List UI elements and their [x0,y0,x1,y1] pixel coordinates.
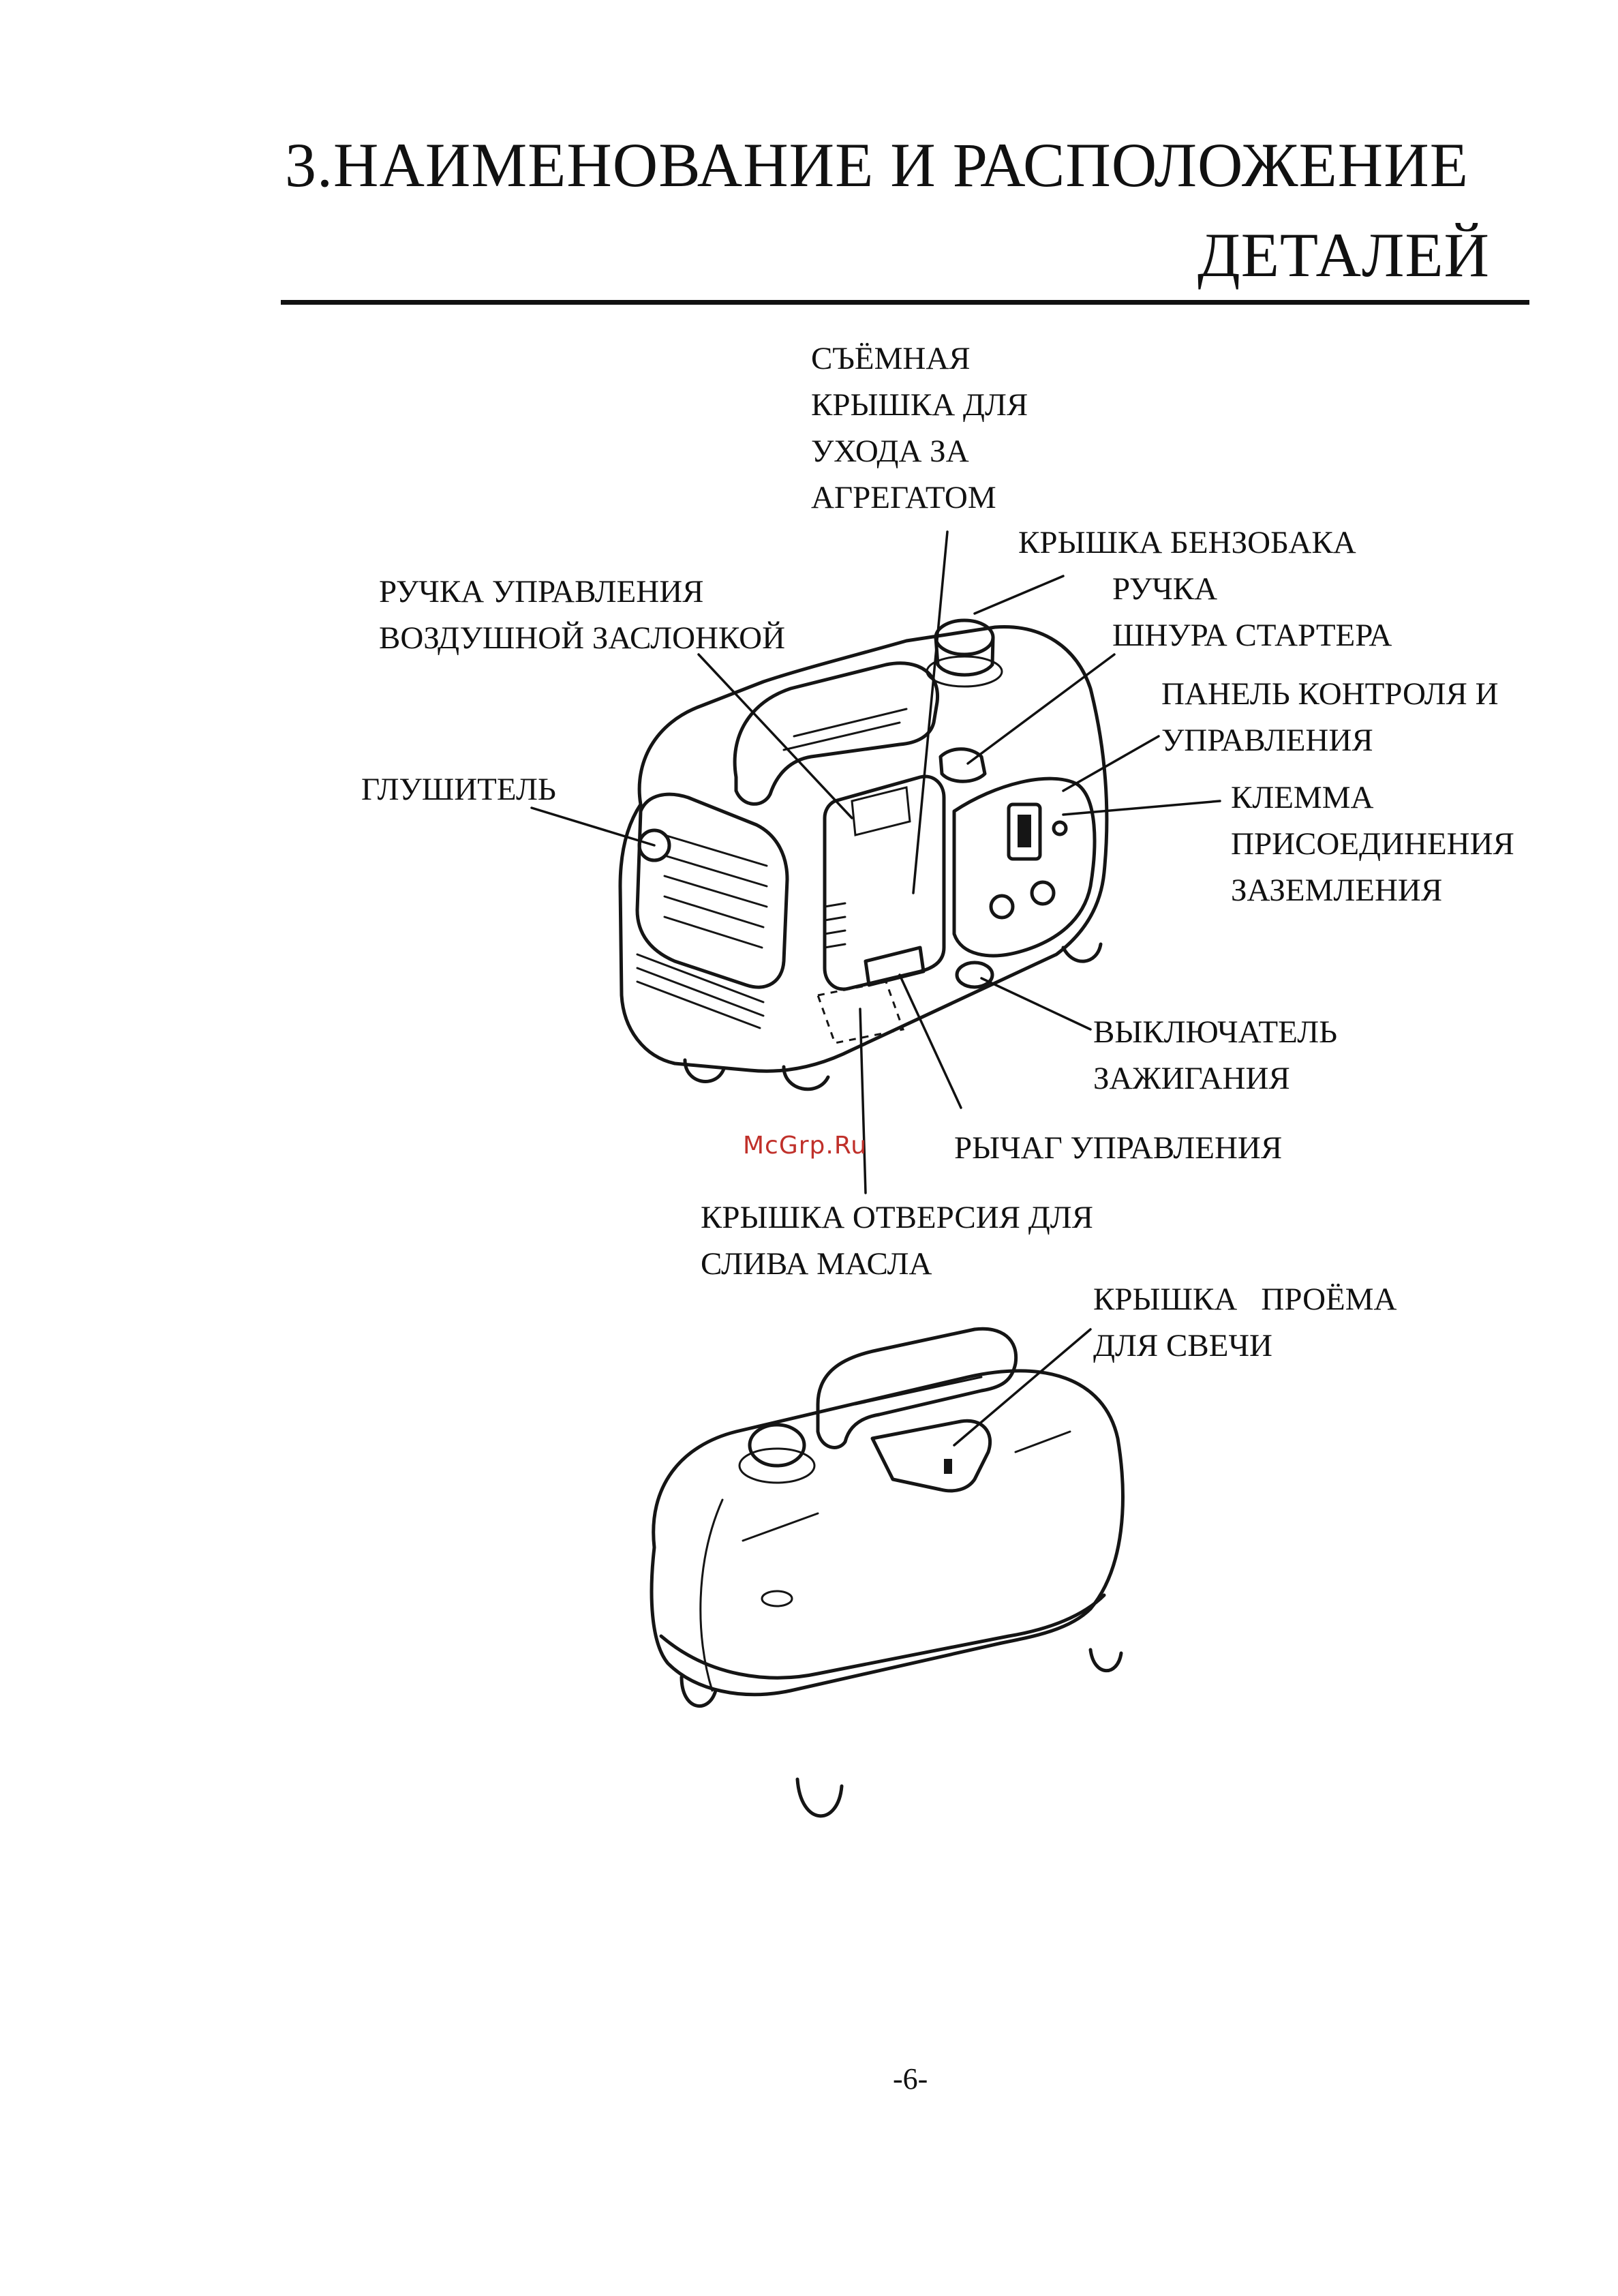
page-title-line2: ДЕТАЛЕЙ [1197,220,1490,290]
label-muffler: ГЛУШИТЕЛЬ [361,772,556,807]
label-ground-terminal: КЛЕММА ПРИСОЕДИНЕНИЯ ЗАЗЕМЛЕНИЯ [1231,780,1514,908]
label-spark-plug-cover: КРЫШКА ПРОЁМА ДЛЯ СВЕЧИ [1093,1282,1397,1363]
page-title-line1: 3.НАИМЕНОВАНИЕ И РАСПОЛОЖЕНИЕ [285,130,1469,200]
leader-lines-upper [530,530,1221,1194]
label-ignition-switch: ВЫКЛЮЧАТЕЛЬ ЗАЖИГАНИЯ [1093,1014,1338,1096]
leader-spark-plug [953,1328,1092,1447]
label-starter-handle: РУЧКА ШНУРА СТАРТЕРА [1112,571,1392,653]
label-choke-knob: РУЧКА УПРАВЛЕНИЯ ВОЗДУШНОЙ ЗАСЛОНКОЙ [379,574,786,656]
label-fuel-cap: КРЫШКА БЕНЗОБАКА [1018,525,1356,560]
title-divider [281,300,1529,305]
label-control-panel: ПАНЕЛЬ КОНТРОЛЯ И УПРАВЛЕНИЯ [1161,676,1499,758]
watermark: McGrp.Ru [743,1132,868,1160]
label-oil-drain-cover: КРЫШКА ОТВЕРСИЯ ДЛЯ СЛИВА МАСЛА [701,1200,1094,1282]
page-number: -6- [893,2062,928,2096]
label-control-lever: РЫЧАГ УПРАВЛЕНИЯ [954,1130,1283,1166]
generator-rear-view [650,1327,1125,1818]
generator-front-view [618,618,1109,1091]
label-removable-cover: СЪЁМНАЯ КРЫШКА ДЛЯ УХОДА ЗА АГРЕГАТОМ [811,341,1028,515]
